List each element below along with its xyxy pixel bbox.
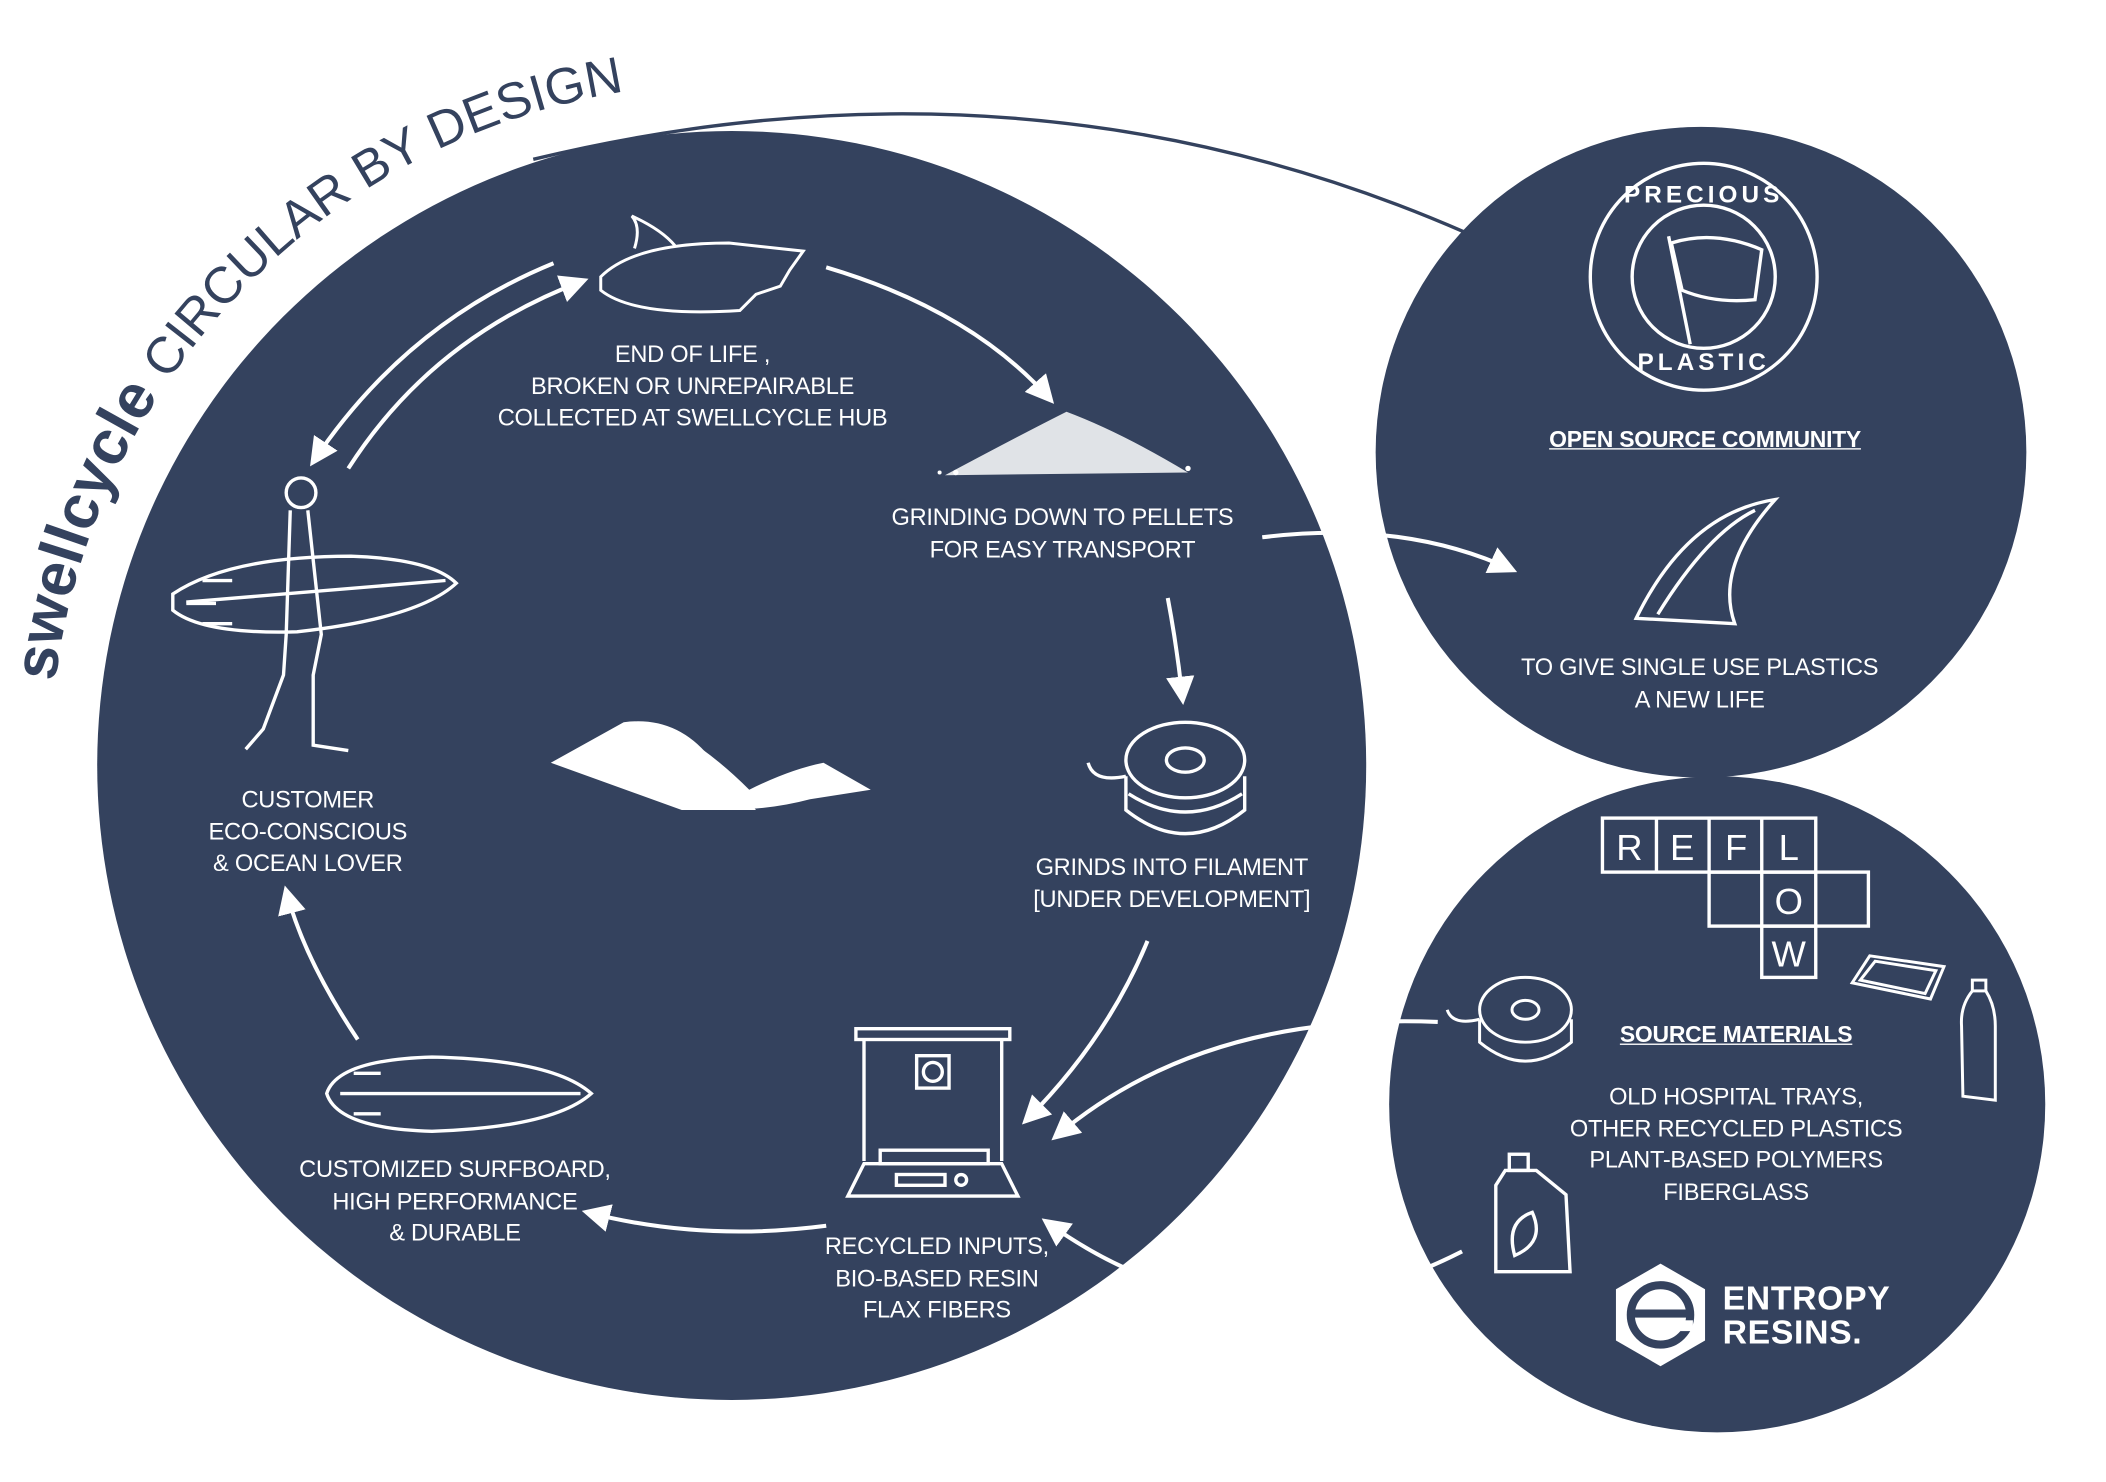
grinding-label: GRINDING DOWN TO PELLETS FOR EASY TRANSP…: [892, 502, 1234, 565]
svg-text:PLASTIC: PLASTIC: [1638, 349, 1770, 376]
label-line: END OF LIFE ,: [614, 340, 771, 368]
label-line: RECYCLED INPUTS,: [824, 1232, 1049, 1260]
broken-surfboard-icon: [599, 214, 806, 314]
pellets-pile-icon: [937, 411, 1191, 476]
label-line: FIBERGLASS: [1663, 1177, 1809, 1205]
label-line: & OCEAN LOVER: [213, 849, 403, 877]
detergent-jug-icon: [1494, 1152, 1572, 1274]
source-materials-text: OLD HOSPITAL TRAYS, OTHER RECYCLED PLAST…: [1570, 1081, 1903, 1208]
filament-spool-icon: [1086, 720, 1247, 836]
source-materials-heading: SOURCE MATERIALS: [1619, 1021, 1853, 1048]
open-source-heading: OPEN SOURCE COMMUNITY: [1549, 426, 1861, 453]
connector-arc: [532, 112, 1466, 234]
label-line: CUSTOMER: [241, 785, 375, 813]
label-line: FOR EASY TRANSPORT: [929, 535, 1196, 563]
cycle-arrows: [278, 261, 1518, 1303]
swellcycle-wave-logo: [550, 721, 871, 810]
surfboard-label: CUSTOMIZED SURFBOARD, HIGH PERFORMANCE &…: [299, 1154, 611, 1249]
label-line: BROKEN OR UNREPAIRABLE: [530, 371, 855, 399]
plastic-bottle-icon: [1959, 978, 1997, 1102]
reflow-logo: [1600, 816, 1871, 980]
reflow-letter: E: [1670, 827, 1694, 868]
label-line: OTHER RECYCLED PLASTICS: [1569, 1114, 1903, 1142]
label-line: HIGH PERFORMANCE: [332, 1187, 578, 1215]
label-line: [UNDER DEVELOPMENT]: [1033, 884, 1311, 912]
reflow-letter: F: [1725, 827, 1747, 868]
surfer-icon: [171, 476, 459, 753]
label-line: TO GIVE SINGLE USE PLASTICS: [1521, 653, 1879, 681]
entropy-resins-wordmark: ENTROPY RESINS.: [1722, 1279, 1891, 1352]
fin-icon: [1633, 497, 1780, 626]
reflow-letter: W: [1772, 934, 1807, 975]
entropy-resins-logo: [1615, 1263, 1706, 1367]
label-line: ECO-CONSCIOUS: [208, 817, 408, 845]
hospital-tray-icon: [1849, 954, 1947, 1001]
custom-surfboard-icon: [324, 1055, 594, 1133]
precious-plastic-logo: PRECIOUS PLASTIC: [1588, 161, 1819, 392]
filament-label: GRINDS INTO FILAMENT [UNDER DEVELOPMENT]: [1033, 852, 1310, 915]
svg-text:PRECIOUS: PRECIOUS: [1624, 182, 1783, 209]
label-line: FLAX FIBERS: [862, 1296, 1011, 1323]
label-line: GRINDS INTO FILAMENT: [1035, 853, 1309, 881]
label-line: PLANT-BASED POLYMERS: [1589, 1146, 1883, 1174]
open-source-circle: [1375, 126, 2027, 778]
small-filament-spool-icon: [1445, 975, 1573, 1063]
source-materials-circle: [1389, 776, 2046, 1433]
label-line: OLD HOSPITAL TRAYS,: [1609, 1082, 1864, 1110]
wordmark-line: RESINS.: [1722, 1313, 1863, 1352]
label-line: CUSTOMIZED SURFBOARD,: [299, 1155, 611, 1183]
label-line: A NEW LIFE: [1634, 685, 1765, 713]
label-line: GRINDING DOWN TO PELLETS: [891, 503, 1234, 531]
main-cycle-circle: [97, 130, 1367, 1400]
reflow-letter: O: [1775, 881, 1803, 922]
wordmark-line: ENTROPY: [1722, 1279, 1891, 1318]
label-line: BIO-BASED RESIN: [835, 1264, 1039, 1292]
label-line: & DURABLE: [389, 1219, 521, 1247]
customer-label: CUSTOMER ECO-CONSCIOUS & OCEAN LOVER: [208, 784, 407, 879]
end-of-life-label: END OF LIFE , BROKEN OR UNREPAIRABLE COL…: [498, 339, 888, 434]
open-source-text: TO GIVE SINGLE USE PLASTICS A NEW LIFE: [1521, 652, 1879, 715]
reflow-letter: R: [1616, 827, 1642, 868]
inputs-label: RECYCLED INPUTS, BIO-BASED RESIN FLAX FI…: [825, 1231, 1049, 1326]
reflow-letter: L: [1779, 827, 1799, 868]
3d-printer-icon: [845, 1027, 1021, 1198]
label-line: COLLECTED AT SWELLCYCLE HUB: [497, 403, 888, 431]
